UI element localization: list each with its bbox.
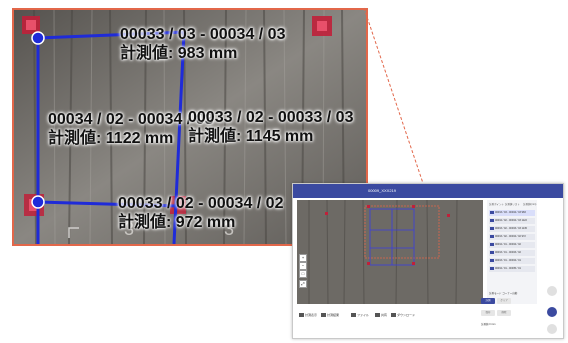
svg-text:3: 3 — [224, 219, 234, 239]
measure-line-mid — [172, 31, 186, 244]
measure-label-b: 00034 / 02 - 00034 / 03 計測値: 1122 mm — [48, 111, 214, 147]
delete-button[interactable]: 削除 — [497, 310, 511, 316]
save-button[interactable]: 保存 — [481, 310, 495, 316]
list-item[interactable]: 00033 / 02 - 00034 / 02 972 — [489, 234, 535, 240]
measure-line-top — [37, 30, 187, 40]
measure-point — [31, 31, 45, 45]
list-item[interactable]: 00033 / 02 - 00033 / 03 1145 — [489, 226, 535, 232]
mode-label: 計測モード コーナー自動 — [489, 292, 518, 295]
toolbar-item-results[interactable]: 計測結果 — [321, 310, 339, 320]
list-item[interactable]: 00034 / 02 - 00034 / 03 1122 — [489, 218, 535, 224]
app-title: 00009_XXX219 — [368, 188, 397, 193]
panel-head-right: 計測値(mm) — [523, 203, 537, 206]
side-round-button[interactable] — [547, 324, 557, 334]
list-item[interactable]: 00034 / 01 - 00034 / 02 — [489, 242, 535, 248]
toolbar-item-measure-view[interactable]: 計測表示 — [299, 310, 317, 320]
measure-point — [31, 195, 45, 209]
toolbar-item-download[interactable]: ダウンロード — [391, 310, 415, 320]
measurement-panel: 計測ポイント 計測値リスト 計測値(mm) 00033 / 03 - 00034… — [487, 200, 537, 304]
toolbar-item-share[interactable]: 共有 — [375, 310, 387, 320]
zoom-out-button[interactable]: − — [299, 262, 307, 270]
fit-button[interactable]: □ — [299, 270, 307, 278]
measure-label-c: 00033 / 02 - 00033 / 03 計測値: 1145 mm — [188, 109, 354, 145]
result-label: 計測値 0 mm — [481, 323, 496, 326]
folder-icon — [351, 313, 356, 318]
app-header: 00009_XXX219 — [293, 184, 563, 198]
measure-label-a: 00033 / 03 - 00034 / 03 計測値: 983 mm — [120, 26, 286, 62]
table-icon — [321, 313, 326, 318]
app-window: 00009_XXX219 + − — [292, 183, 564, 339]
download-icon — [391, 313, 396, 318]
zoom-inset: 3 3 00033 / 03 - 00034 / 03 計測値: 983 mm … — [12, 8, 368, 246]
layers-icon — [299, 313, 304, 318]
measurement-overlay — [31, 30, 187, 244]
side-round-button-active[interactable] — [547, 307, 557, 317]
share-icon — [375, 313, 380, 318]
side-round-button[interactable] — [547, 286, 557, 296]
fullscreen-button[interactable]: ⤢ — [299, 280, 307, 288]
measure-controls: 計測モード コーナー自動 計測 クリア 保存 削除 計測値 0 mm — [481, 292, 537, 332]
list-item[interactable]: 00034 / 01 - 00035 / 01 — [489, 266, 535, 272]
svg-text:3: 3 — [124, 219, 134, 239]
zoom-in-button[interactable]: + — [299, 254, 307, 262]
panel-head-left: 計測ポイント 計測値リスト — [489, 203, 520, 206]
image-viewer[interactable]: + − □ ⤢ — [297, 200, 483, 304]
list-item[interactable]: 00033 / 01 - 00033 / 02 — [489, 250, 535, 256]
list-item[interactable]: 00033 / 03 - 00034 / 03 983 — [489, 210, 535, 216]
clear-button[interactable]: クリア — [497, 298, 511, 304]
measure-label-d: 00033 / 02 - 00034 / 02 計測値: 972 mm — [118, 195, 284, 231]
toolbar-item-file[interactable]: ファイル — [351, 310, 369, 320]
viewer-image — [297, 200, 483, 304]
measure-line-bottom — [37, 200, 179, 208]
measure-button[interactable]: 計測 — [481, 298, 495, 304]
list-item[interactable]: 00033 / 01 - 00034 / 01 — [489, 258, 535, 264]
